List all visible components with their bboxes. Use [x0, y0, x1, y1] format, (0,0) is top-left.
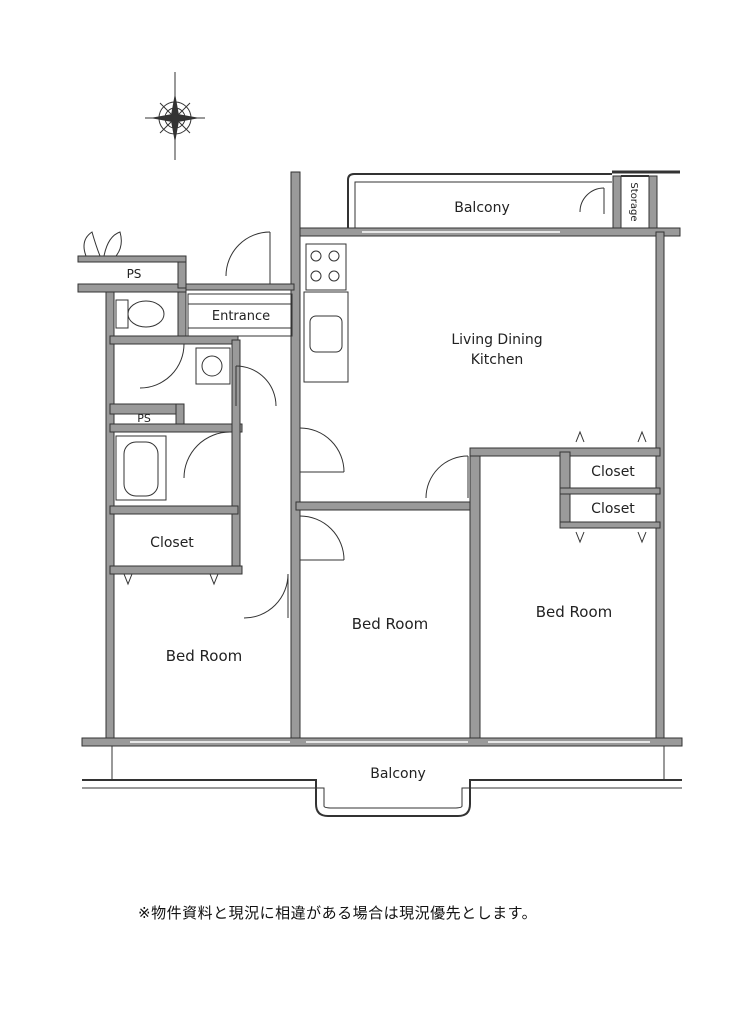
- closet-left-label: Closet: [150, 535, 194, 551]
- closet-right-2-label: Closet: [591, 501, 635, 517]
- closet-door-markers: [123, 430, 647, 586]
- bedroom-right-label: Bed Room: [536, 603, 613, 621]
- closet-right-1-label: Closet: [591, 464, 635, 480]
- toilet-icon: [127, 300, 165, 328]
- ps-top-label: PS: [127, 267, 142, 281]
- cooktop-icon: [305, 243, 347, 291]
- doors: [139, 231, 469, 619]
- storage-label: Storage: [628, 182, 639, 221]
- entrance-label: Entrance: [212, 309, 270, 324]
- bedroom-center-label: Bed Room: [352, 615, 429, 633]
- windows: [130, 231, 650, 743]
- top-balcony: [347, 170, 680, 229]
- ldk-label-line1: Living Dining: [451, 332, 542, 348]
- compass-icon: [145, 72, 205, 160]
- balcony-bottom-label: Balcony: [370, 766, 426, 782]
- plant-icon: [83, 231, 122, 257]
- disclaimer-note: ※物件資料と現況に相違がある場合は現況優先とします。: [138, 904, 538, 922]
- washbasin-icon: [201, 355, 223, 377]
- bathtub-icon: [123, 441, 159, 497]
- balcony-top-label: Balcony: [454, 200, 510, 216]
- sink-icon: [309, 315, 343, 353]
- ps-mid-label: PS: [137, 412, 151, 425]
- bottom-balcony: [82, 746, 682, 817]
- bedroom-left-label: Bed Room: [166, 647, 243, 665]
- ldk-label-line2: Kitchen: [471, 352, 524, 368]
- fixtures: [83, 231, 349, 501]
